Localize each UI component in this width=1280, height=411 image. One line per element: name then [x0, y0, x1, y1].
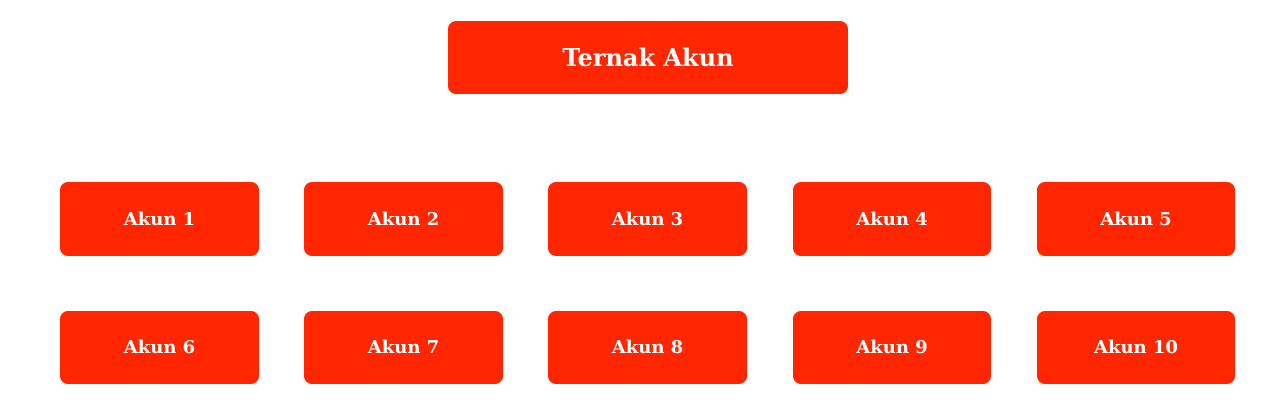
- akun-4-label: Akun 4: [856, 208, 928, 230]
- akun-6-button[interactable]: Akun 6: [60, 311, 259, 384]
- akun-2-label: Akun 2: [367, 208, 440, 230]
- akun-8-label: Akun 8: [611, 337, 684, 358]
- akun-1-button[interactable]: Akun 1: [60, 182, 259, 256]
- akun-5-label: Akun 5: [1100, 208, 1172, 230]
- ternak-akun-button[interactable]: Ternak Akun: [448, 21, 848, 94]
- akun-2-button[interactable]: Akun 2: [304, 182, 503, 256]
- akun-5-button[interactable]: Akun 5: [1037, 182, 1235, 256]
- akun-7-button[interactable]: Akun 7: [304, 311, 503, 384]
- ternak-akun-label: Ternak Akun: [562, 43, 734, 72]
- akun-3-button[interactable]: Akun 3: [548, 182, 747, 256]
- akun-9-button[interactable]: Akun 9: [793, 311, 991, 384]
- akun-8-button[interactable]: Akun 8: [548, 311, 747, 384]
- akun-6-label: Akun 6: [123, 337, 196, 358]
- akun-4-button[interactable]: Akun 4: [793, 182, 991, 256]
- akun-9-label: Akun 9: [856, 337, 928, 358]
- akun-10-button[interactable]: Akun 10: [1037, 311, 1235, 384]
- akun-7-label: Akun 7: [367, 337, 440, 358]
- akun-10-label: Akun 10: [1094, 337, 1178, 358]
- akun-1-label: Akun 1: [123, 208, 196, 230]
- akun-3-label: Akun 3: [611, 208, 684, 230]
